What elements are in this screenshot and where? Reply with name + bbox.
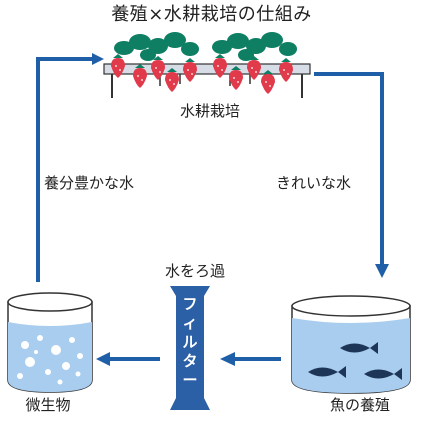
arrow-fish-to-filter-head	[220, 352, 235, 366]
filter-action-label: 水をろ過	[164, 262, 225, 280]
left-flow-label: 養分豊かな水	[44, 174, 135, 192]
fish-icon	[308, 342, 402, 380]
arrow-hydroponics-to-fish-head	[375, 264, 389, 278]
filter-label-char: ィ	[182, 314, 198, 332]
fish-tank	[291, 295, 411, 394]
microbe-bubble-icon	[17, 335, 83, 385]
fish-tank-label: 魚の養殖	[329, 396, 390, 414]
right-flow-label: きれいな水	[276, 174, 352, 192]
flow-arrows	[36, 53, 389, 366]
diagram-title: 養殖×水耕栽培の仕組み	[111, 4, 312, 25]
microbe-tank	[7, 292, 93, 393]
hydroponics-label: 水耕栽培	[179, 102, 240, 120]
microbes-label: 微生物	[25, 396, 71, 414]
arrow-microbes-to-hydroponics-head	[92, 53, 104, 65]
filter-label-char: タ	[182, 352, 198, 370]
filter-label-char: フ	[182, 295, 198, 313]
arrow-filter-to-microbes-head	[96, 352, 110, 366]
arrow-microbes-to-hydroponics	[36, 57, 92, 282]
filter-label-char: ー	[182, 371, 198, 389]
filter-label: フィルター	[180, 295, 200, 407]
filter-label-char: ル	[182, 333, 198, 351]
filter-icon	[170, 286, 210, 410]
arrow-hydroponics-to-fish	[314, 72, 384, 264]
strawberry-plant-icon	[111, 32, 297, 94]
